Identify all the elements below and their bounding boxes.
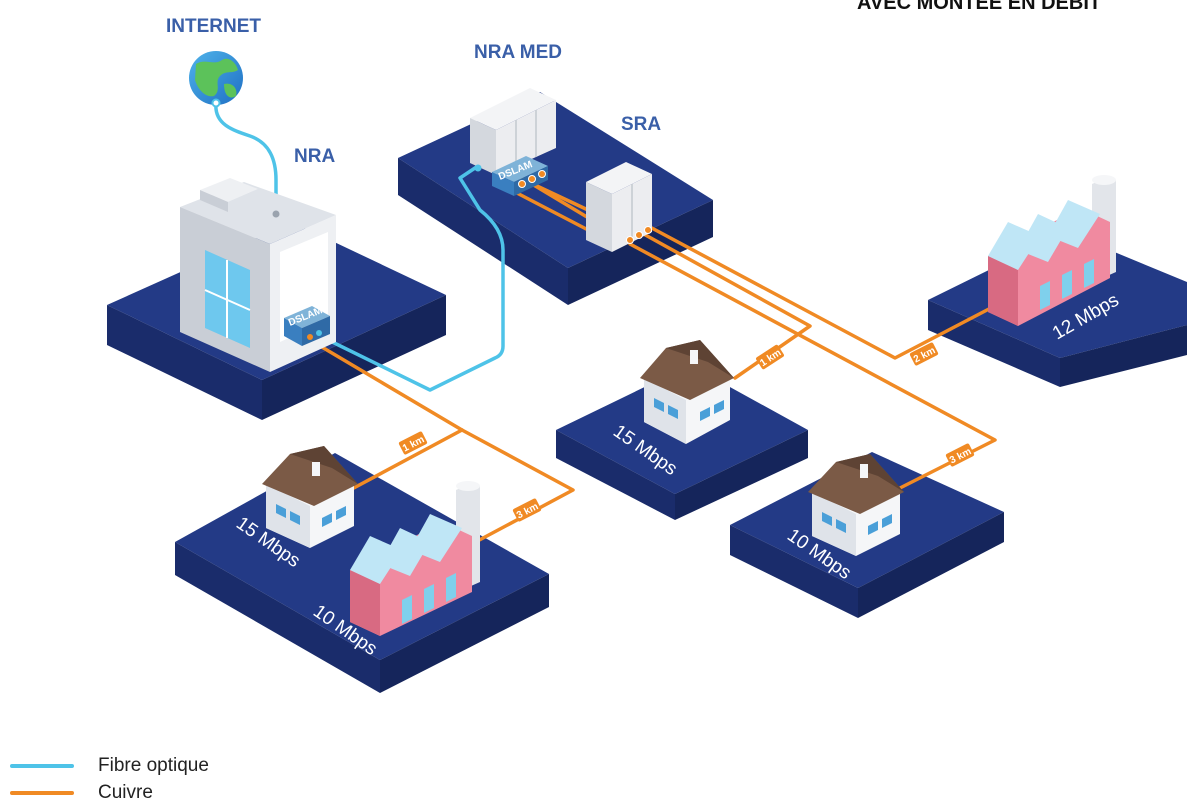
- label-internet: INTERNET: [166, 16, 261, 37]
- copper-dslam-sra-3: [513, 190, 594, 234]
- distance-badge-right-factory: 2 km: [909, 342, 939, 366]
- label-nra-med: NRA MED: [474, 42, 562, 63]
- house-middle: [640, 340, 734, 444]
- svg-text:3 km: 3 km: [515, 501, 540, 521]
- copper-left-house: [348, 428, 464, 492]
- sra-cabinet: [586, 162, 652, 252]
- fiber-nra-nramed: [316, 164, 505, 392]
- copper-sra-factory-right: [646, 224, 1012, 360]
- house-right: [808, 454, 904, 556]
- legend-item-copper: Cuivre: [10, 781, 209, 805]
- legend-label-copper: Cuivre: [98, 782, 153, 803]
- page-title: AVEC MONTÉE EN DÉBIT: [857, 0, 1102, 14]
- copper-sra-house-right: [628, 242, 997, 490]
- legend-swatch-fiber: [10, 764, 74, 768]
- nra-med-cabinet: [470, 88, 556, 175]
- legend-label-fiber: Fibre optique: [98, 755, 209, 776]
- factory-right: [988, 175, 1116, 326]
- legend-item-fiber: Fibre optique: [10, 754, 209, 778]
- legend-swatch-copper: [10, 791, 74, 795]
- fiber-cables: [214, 101, 505, 392]
- fiber-internet-nra: [214, 101, 278, 215]
- svg-text:3 km: 3 km: [948, 446, 973, 466]
- copper-dslam-sra-2: [530, 182, 594, 222]
- factory-left: [350, 481, 480, 636]
- label-nra: NRA: [294, 146, 335, 167]
- house-left: [262, 446, 358, 548]
- label-sra: SRA: [621, 114, 661, 135]
- internet-globe-icon: [189, 51, 243, 108]
- legend: Fibre optique Cuivre: [10, 754, 209, 808]
- nra-building: [180, 178, 336, 372]
